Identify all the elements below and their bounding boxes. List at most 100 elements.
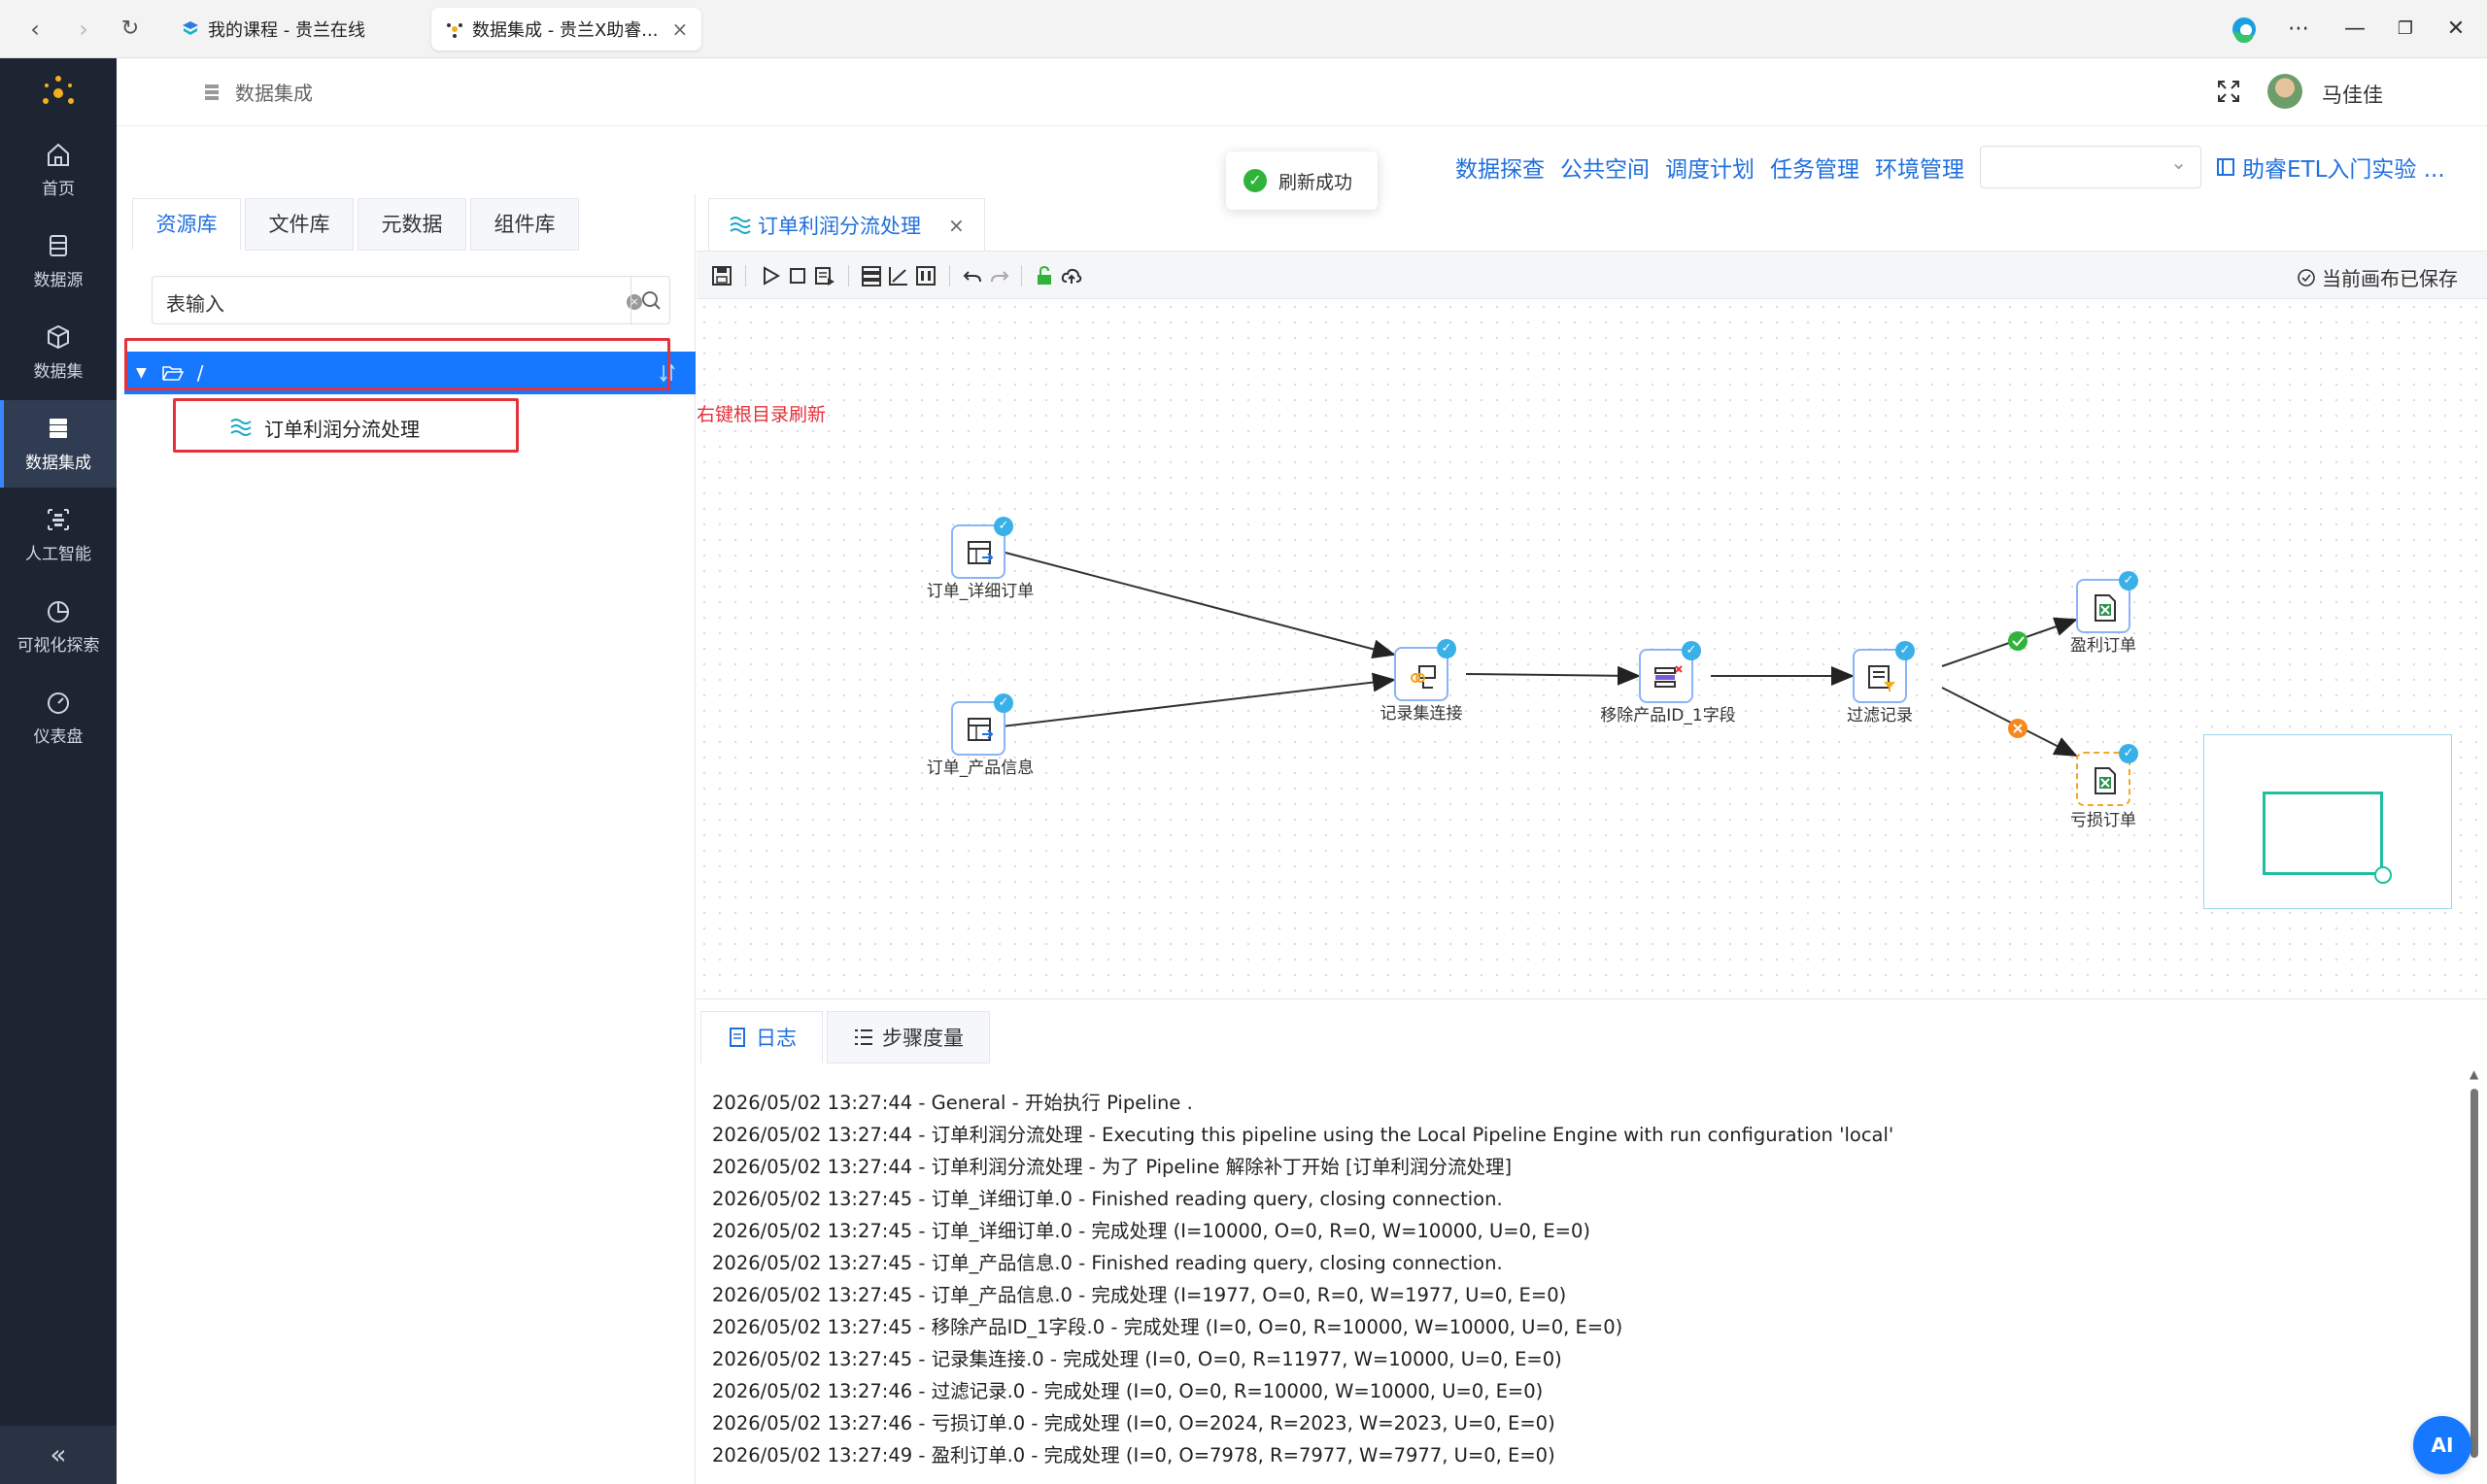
sidebar-item-integration[interactable]: 数据集成 — [0, 400, 117, 488]
user-name[interactable]: 马佳佳 — [2322, 84, 2383, 107]
upload-cloud-icon[interactable] — [1060, 264, 1083, 287]
hop-line[interactable] — [1001, 672, 1396, 727]
browser-tab-courses[interactable]: 我的课程 - 贵兰在线 — [167, 8, 379, 51]
highlight-box-child — [173, 398, 519, 453]
tab-log[interactable]: 日志 — [700, 1011, 823, 1063]
tab-pipeline[interactable]: 订单利润分流处理 × — [708, 198, 985, 251]
node-remove-field[interactable]: ✓ — [1639, 641, 1701, 703]
table-input-icon — [968, 718, 994, 741]
scroll-up-icon[interactable]: ▲ — [2470, 1067, 2479, 1081]
close-icon[interactable]: × — [948, 213, 965, 237]
close-window-icon[interactable]: ✕ — [2446, 17, 2466, 41]
tab-metadata[interactable]: 元数据 — [358, 198, 466, 251]
redo-icon[interactable] — [988, 264, 1011, 287]
check-circle-icon — [2298, 268, 2315, 287]
run-icon[interactable] — [759, 264, 782, 287]
preview-icon[interactable] — [813, 264, 836, 287]
minimap-resize-handle[interactable] — [2374, 866, 2392, 884]
node-profit-orders[interactable]: ✓ — [2076, 571, 2138, 633]
distribute-icon[interactable] — [887, 264, 910, 287]
status-check-icon: ✓ — [1895, 641, 1915, 660]
guide-link[interactable]: 助睿ETL入门实验 ... — [2215, 151, 2445, 184]
menu-environment[interactable]: 环境管理 — [1875, 157, 1964, 183]
node-product-info[interactable]: ✓ — [951, 693, 1013, 756]
tab-step-metrics[interactable]: 步骤度量 — [827, 1011, 990, 1063]
restore-icon[interactable]: ❐ — [2397, 18, 2414, 39]
undo-icon[interactable] — [961, 264, 984, 287]
sidebar-item-ai[interactable]: 人工智能 — [0, 491, 117, 579]
sidebar-item-home[interactable]: 首页 — [0, 126, 117, 214]
log-scrollbar[interactable]: ▲ — [2468, 1067, 2481, 1475]
home-icon — [48, 143, 69, 166]
node-loss-orders[interactable]: ✓ — [2076, 744, 2138, 806]
course-tab-icon — [181, 19, 200, 39]
header: 数据集成 马佳佳 — [117, 58, 2487, 126]
minimize-icon[interactable]: — — [2344, 17, 2366, 41]
canvas-minimap[interactable] — [2203, 734, 2452, 909]
log-line: 2026/05/02 13:27:49 - 盈利订单.0 - 完成处理 (I=0… — [712, 1444, 1555, 1467]
scroll-thumb[interactable] — [2470, 1089, 2478, 1458]
tree-item-pipeline[interactable]: 订单利润分流处理 — [210, 406, 420, 449]
sidebar-item-dashboard[interactable]: 仪表盘 — [0, 674, 117, 761]
environment-select[interactable] — [1980, 146, 2201, 188]
log-line: 2026/05/02 13:27:46 - 亏损订单.0 - 完成处理 (I=0… — [712, 1412, 1555, 1434]
pipeline-icon — [230, 419, 252, 436]
ai-assistant-button[interactable]: AI — [2413, 1416, 2471, 1474]
sort-icon[interactable] — [659, 363, 676, 383]
save-icon[interactable] — [710, 264, 733, 287]
reload-icon[interactable]: ↻ — [120, 17, 140, 41]
search-button[interactable] — [630, 277, 669, 323]
node-join[interactable]: ✓ — [1394, 639, 1456, 701]
browser-tab-integration[interactable]: 数据集成 - 贵兰X助睿... × — [431, 8, 702, 51]
hop-line[interactable] — [1001, 551, 1396, 659]
pipeline-canvas[interactable]: 右键根目录刷新 ✓ 订单_详细订单 ✓ 订单_产品信息 — [697, 299, 2487, 998]
ai-icon — [48, 509, 69, 530]
more-icon[interactable]: ⋯ — [2288, 17, 2309, 41]
sidebar-collapse-button[interactable]: « — [0, 1426, 117, 1484]
pipeline-icon — [730, 216, 751, 234]
pipeline-toolbar: 当前画布已保存 — [697, 251, 2487, 299]
log-line: 2026/05/02 13:27:44 - 订单利润分流处理 - 为了 Pipe… — [712, 1156, 1513, 1178]
toolbar-divider — [1021, 265, 1022, 287]
stop-icon[interactable] — [786, 264, 809, 287]
menu-public-space[interactable]: 公共空间 — [1560, 157, 1650, 183]
log-tabs: 日志 步骤度量 — [700, 1011, 994, 1063]
forward-icon[interactable]: › — [79, 16, 88, 43]
top-menu: 数据探查 公共空间 调度计划 任务管理 环境管理 助睿ETL入门实验 ... — [1455, 146, 2445, 188]
document-icon — [730, 1028, 745, 1047]
tab-file-library[interactable]: 文件库 — [245, 198, 354, 251]
unlock-icon[interactable] — [1033, 264, 1056, 287]
minimap-viewport[interactable] — [2263, 792, 2383, 875]
align-icon[interactable] — [860, 264, 883, 287]
book-icon — [2217, 158, 2234, 176]
tab-repository[interactable]: 资源库 — [132, 198, 241, 251]
edge-icon[interactable] — [2227, 12, 2262, 47]
node-detail-orders[interactable]: ✓ — [951, 517, 1013, 579]
log-line: 2026/05/02 13:27:45 - 订单_产品信息.0 - Finish… — [712, 1252, 1503, 1274]
node-label: 过滤记录 — [1847, 706, 1913, 725]
logo-icon[interactable] — [37, 72, 80, 115]
sidebar-item-datasource[interactable]: 数据源 — [0, 218, 117, 305]
status-check-icon: ✓ — [994, 693, 1013, 713]
hop-line[interactable] — [1465, 665, 1641, 686]
sidebar-item-visual[interactable]: 可视化探索 — [0, 583, 117, 670]
tree-root-folder[interactable]: ▼ / — [124, 352, 696, 394]
fullscreen-icon[interactable] — [2215, 78, 2242, 105]
avatar[interactable] — [2267, 74, 2302, 109]
tab-components[interactable]: 组件库 — [470, 198, 579, 251]
hop-line[interactable] — [1941, 687, 2078, 757]
status-check-icon: ✓ — [994, 517, 1013, 536]
node-filter[interactable]: ✓ — [1853, 641, 1915, 703]
sidebar-item-dataset[interactable]: 数据集 — [0, 309, 117, 396]
back-icon[interactable]: ‹ — [30, 16, 40, 43]
highlight-box-root — [124, 338, 670, 390]
menu-task-management[interactable]: 任务管理 — [1770, 157, 1859, 183]
annotation-note: 右键根目录刷新 — [697, 404, 827, 425]
status-check-icon: ✓ — [1682, 641, 1701, 660]
menu-data-explore[interactable]: 数据探查 — [1455, 157, 1545, 183]
menu-schedule[interactable]: 调度计划 — [1665, 157, 1755, 183]
caret-down-icon[interactable]: ▼ — [136, 365, 147, 381]
close-tab-icon[interactable]: × — [671, 17, 689, 41]
grid-layout-icon[interactable] — [914, 264, 937, 287]
resource-search-input[interactable]: 表输入 × — [152, 276, 670, 324]
